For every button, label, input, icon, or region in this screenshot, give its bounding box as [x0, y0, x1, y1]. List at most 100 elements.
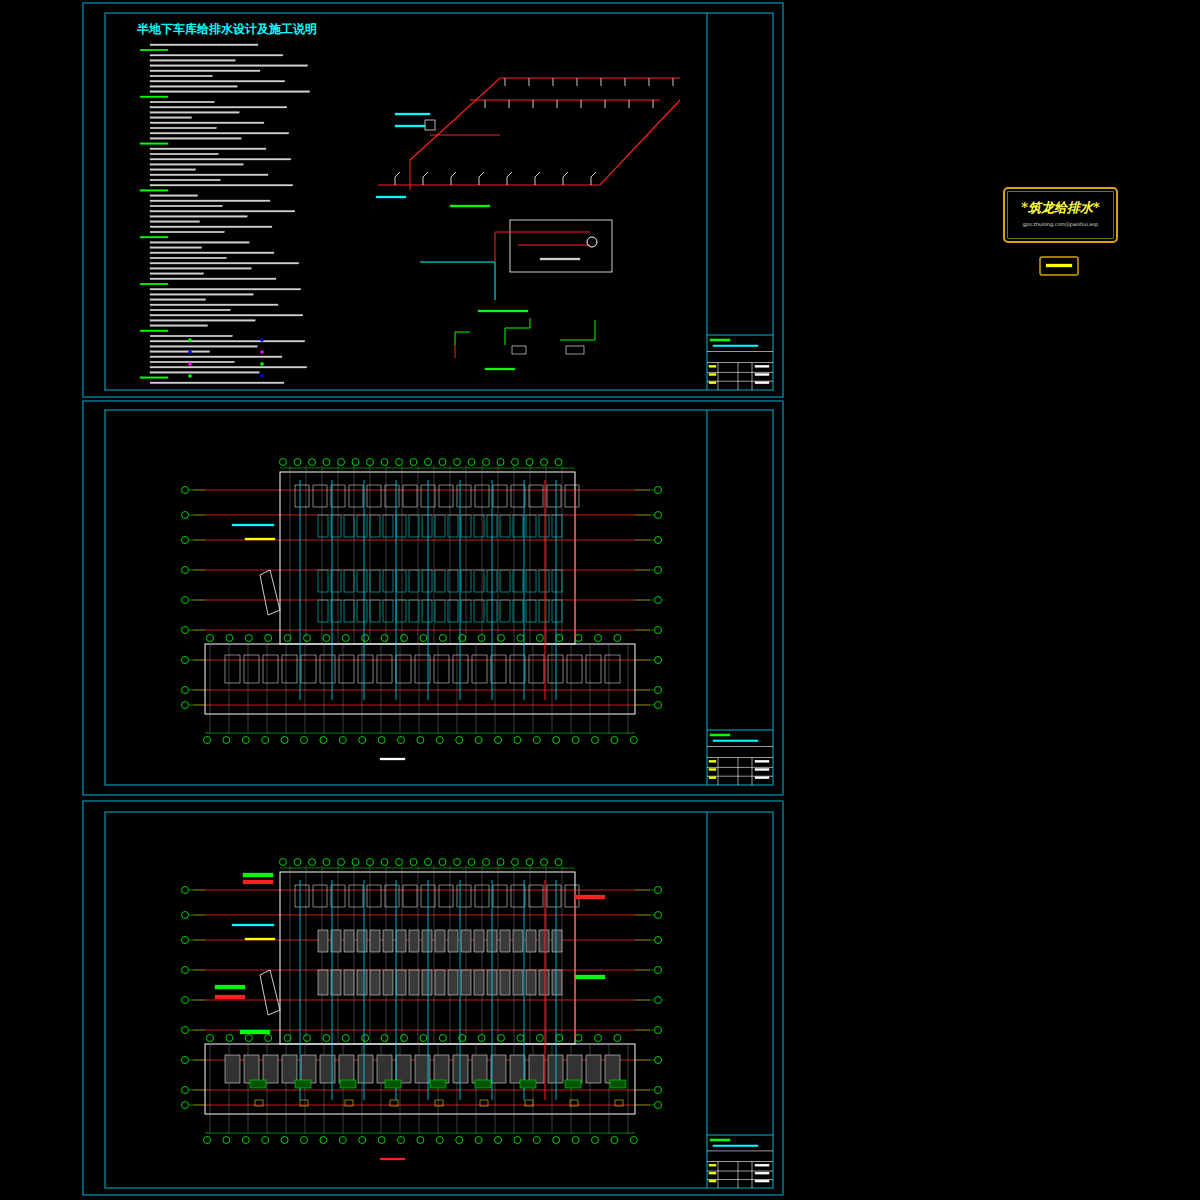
room — [472, 1055, 487, 1083]
room — [358, 1055, 373, 1083]
fixture — [255, 1100, 263, 1106]
legend-symbol — [260, 350, 264, 354]
axis-line — [189, 1000, 205, 1001]
grid-line — [450, 865, 451, 1044]
legend-symbol — [188, 362, 192, 366]
note-line — [150, 278, 276, 280]
room — [472, 655, 487, 683]
axis-bubble — [204, 1137, 211, 1144]
drain-pipe — [364, 880, 365, 1100]
note-line — [150, 200, 270, 202]
title-block-mark — [709, 374, 716, 376]
grid-line — [210, 644, 211, 734]
title-block-mark — [709, 1164, 716, 1166]
sheet-frame — [105, 13, 773, 390]
axis-line — [189, 705, 205, 706]
axis-bubble — [655, 912, 662, 919]
room — [403, 485, 417, 507]
axis-bubble — [655, 1087, 662, 1094]
parking-stall — [474, 930, 484, 952]
parking-stall — [331, 600, 341, 622]
axis-bubble — [381, 1035, 388, 1042]
room — [225, 655, 240, 683]
parking-stall — [318, 970, 328, 995]
pipe-isometric — [376, 78, 680, 207]
room — [385, 485, 399, 507]
parking-stall — [357, 600, 367, 622]
axis-bubble — [242, 737, 249, 744]
parking-stall — [370, 600, 380, 622]
parking-stall — [500, 515, 510, 537]
parking-stall — [435, 930, 445, 952]
room — [377, 655, 392, 683]
fixture-group — [610, 1080, 626, 1088]
note-line — [140, 330, 168, 332]
axis-bubble — [182, 687, 189, 694]
axis-bubble — [207, 635, 214, 642]
axis-bubble — [304, 1035, 311, 1042]
axis-bubble — [495, 1137, 502, 1144]
axis-line — [635, 515, 654, 516]
note-line — [150, 242, 249, 244]
title-block-col — [738, 363, 739, 391]
axis-bubble — [556, 1035, 563, 1042]
axis-bubble — [592, 737, 599, 744]
axis-bubble — [456, 1137, 463, 1144]
axis-bubble — [323, 635, 330, 642]
grid-line — [210, 1044, 211, 1134]
parking-stall — [396, 570, 406, 592]
building-outline — [280, 872, 575, 1044]
dimension-line — [205, 1133, 635, 1134]
drain-pipe — [492, 480, 493, 700]
axis-bubble — [294, 859, 301, 866]
room — [244, 1055, 259, 1083]
axis-bubble — [207, 1035, 214, 1042]
room — [295, 885, 309, 907]
room — [263, 1055, 278, 1083]
axis-bubble — [555, 459, 562, 466]
title-block-row — [707, 1150, 773, 1151]
axis-bubble — [517, 1035, 524, 1042]
grid-line — [552, 644, 553, 734]
room — [331, 885, 345, 907]
axis-bubble — [417, 737, 424, 744]
title-block-row — [707, 757, 773, 758]
axis-bubble — [182, 997, 189, 1004]
legend-symbol — [188, 338, 192, 342]
drain-pipe — [524, 480, 525, 700]
room — [434, 655, 449, 683]
note-line — [150, 44, 258, 46]
parking-stall — [409, 570, 419, 592]
watermark-title: *筑龙给排水* — [1011, 199, 1110, 217]
axis-bubble — [182, 887, 189, 894]
axis-line — [189, 1105, 205, 1106]
axis-line — [189, 1030, 205, 1031]
water-pipe — [193, 630, 650, 631]
axis-bubble — [575, 1035, 582, 1042]
pipe-line — [378, 100, 680, 185]
ramp — [260, 570, 280, 615]
fixture — [300, 1100, 308, 1106]
parking-stall — [526, 970, 536, 995]
axis-bubble — [575, 635, 582, 642]
grid-line — [290, 865, 291, 1044]
title-block-col — [718, 1162, 719, 1189]
grid-line — [590, 644, 591, 734]
grid-line — [546, 465, 547, 644]
room — [567, 655, 582, 683]
fixture — [615, 1100, 623, 1106]
note-line — [150, 252, 274, 254]
note-line — [150, 268, 251, 270]
drain-pipe — [300, 480, 301, 700]
grid-line — [343, 644, 344, 734]
room — [295, 485, 309, 507]
parking-stall — [448, 515, 458, 537]
water-pipe — [193, 705, 650, 706]
room — [605, 1055, 620, 1083]
title-block-mark — [755, 1164, 769, 1166]
room — [529, 885, 543, 907]
axis-line — [635, 940, 654, 941]
pipe-line — [410, 78, 680, 160]
title-block-row — [707, 776, 773, 777]
